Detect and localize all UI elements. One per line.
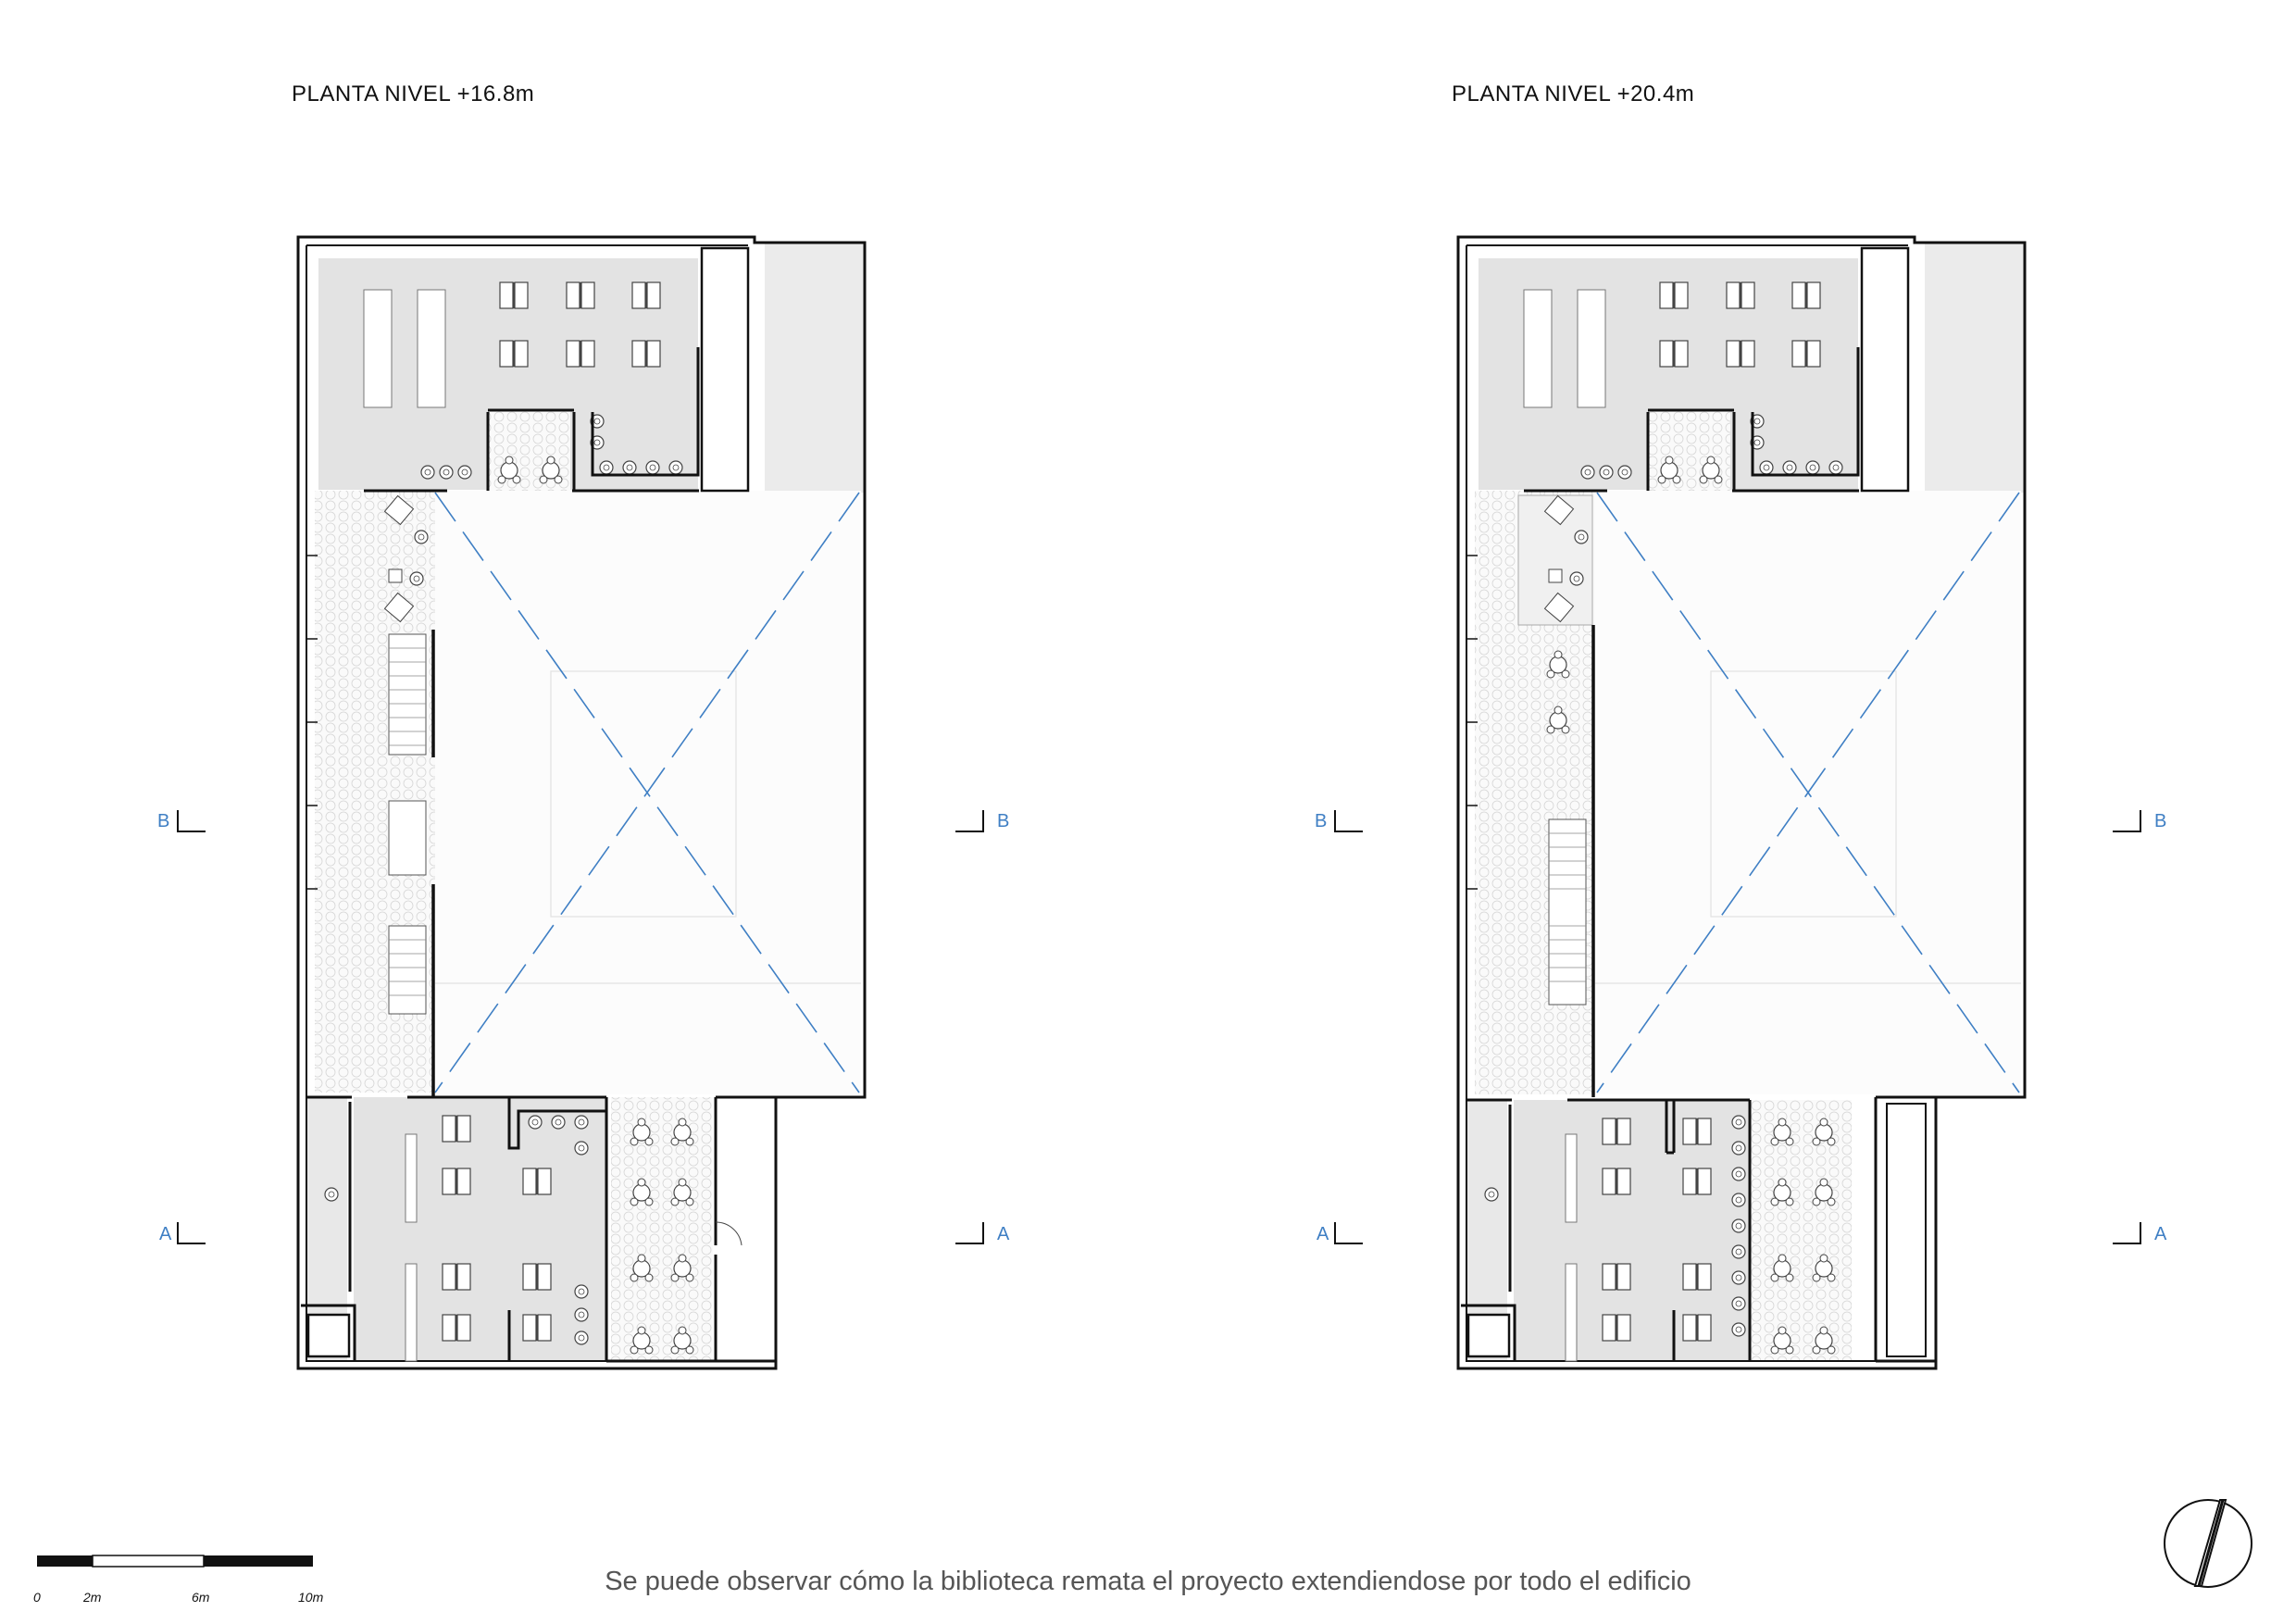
section-label-a: A <box>2154 1224 2167 1244</box>
section-label-b: B <box>2154 811 2167 831</box>
section-label-b: B <box>997 811 1010 831</box>
scale-label-6m: 6m <box>192 1590 210 1605</box>
scale-label-10m: 10m <box>298 1590 324 1605</box>
scale-label-0: 0 <box>33 1590 41 1605</box>
north-arrow-icon <box>2164 1499 2252 1588</box>
plan-title-left: PLANTA NIVEL +16.8m <box>292 81 535 106</box>
section-label-b: B <box>1315 811 1328 831</box>
scale-label-2m: 2m <box>83 1590 102 1605</box>
caption: Se puede observar cómo la biblioteca rem… <box>605 1567 1691 1596</box>
plan-title-right: PLANTA NIVEL +20.4m <box>1452 81 1695 106</box>
section-label-a: A <box>159 1224 172 1244</box>
section-label-a: A <box>1316 1224 1329 1244</box>
scale-bar <box>37 1555 313 1568</box>
section-label-a: A <box>997 1224 1010 1244</box>
section-label-b: B <box>157 811 170 831</box>
section-marks <box>177 810 2141 1244</box>
plan-level-16-8 <box>296 235 867 1370</box>
plan-level-20-4 <box>1456 235 2027 1370</box>
